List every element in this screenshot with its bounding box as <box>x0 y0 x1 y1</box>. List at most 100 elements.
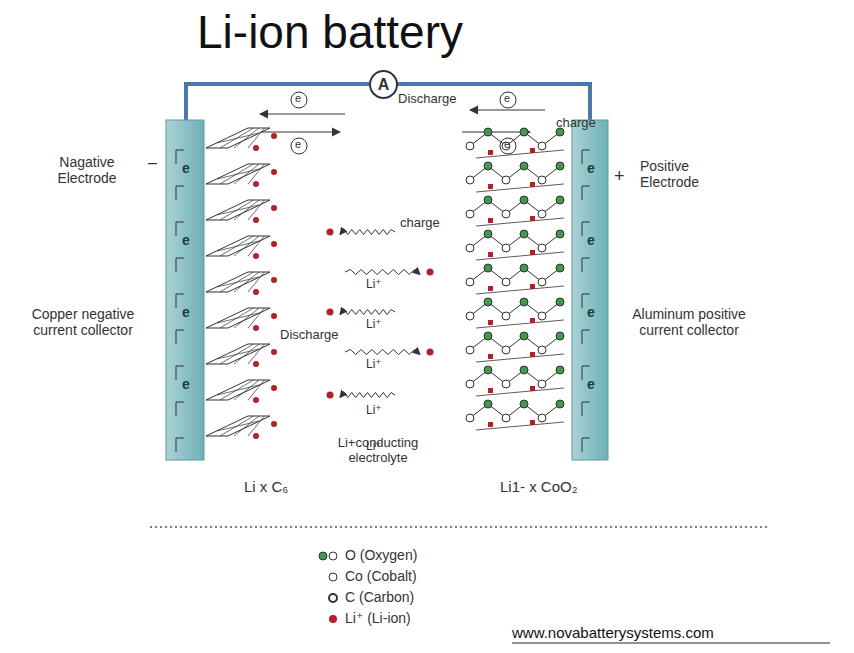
lattice-atom <box>502 346 510 354</box>
li-ion-dot <box>488 422 493 427</box>
plate-electron-arrows <box>176 150 590 452</box>
lattice-atom <box>538 142 546 150</box>
illustration-stroke <box>248 236 265 256</box>
lattice-atom <box>556 230 564 238</box>
lattice-atom <box>520 162 528 170</box>
lattice-atom <box>538 176 546 184</box>
plate-electron-arrow <box>582 330 590 344</box>
lattice-bond <box>470 370 560 384</box>
ion-label: charge <box>400 216 440 231</box>
illustration-stroke <box>217 277 259 287</box>
lattice-atom <box>538 380 546 388</box>
polarity-sign: – <box>148 154 157 172</box>
lattice-atom <box>520 196 528 204</box>
electrode-name: Positive Electrode <box>640 158 730 190</box>
li-ion-dot <box>530 284 535 289</box>
lattice-bond <box>470 200 560 214</box>
ion-label: Li⁺ <box>366 404 382 418</box>
lattice-bond <box>476 286 564 294</box>
plate-electron-arrow <box>582 258 590 272</box>
illustration-stroke <box>217 133 259 143</box>
electron-symbol: e <box>587 160 595 176</box>
lattice-atom <box>556 366 564 374</box>
lattice-atom <box>466 346 474 354</box>
electron-symbol: e <box>504 138 510 151</box>
electrode-formula: Li x C₆ <box>244 478 288 495</box>
illustration-stroke <box>248 308 265 328</box>
plate-electron-arrow <box>582 438 590 452</box>
lattice-bond <box>476 354 564 362</box>
lattice-bond <box>476 388 564 396</box>
li-ion-dot <box>327 392 334 399</box>
graphite-sheet <box>206 236 270 256</box>
lattice-bond <box>470 132 560 146</box>
li-ion-dot <box>530 216 535 221</box>
li-ion-dot <box>253 253 259 259</box>
ion-label: Li⁺ <box>366 318 382 332</box>
lattice-atom <box>520 400 528 408</box>
lattice-atom <box>484 264 492 272</box>
lattice-atom <box>502 312 510 320</box>
li-ion-dot <box>327 229 334 236</box>
lattice-atom <box>466 414 474 422</box>
legend-text: C (Carbon) <box>345 589 414 605</box>
li-ion-dot <box>253 325 259 331</box>
positive-plate <box>572 120 608 460</box>
ion-arrow <box>340 393 395 398</box>
plate-electron-arrow <box>176 330 184 344</box>
li-ion-dot <box>253 217 259 223</box>
lattice-bond <box>476 184 564 192</box>
illustration-stroke <box>248 344 265 364</box>
lattice-atom <box>484 298 492 306</box>
illustration-stroke <box>217 313 259 323</box>
illustration-stroke <box>248 164 265 184</box>
graphite-sheet <box>206 308 270 328</box>
legend-text: Li⁺ (Li-ion) <box>345 610 411 626</box>
lattice-atom <box>466 210 474 218</box>
li-ion-dot <box>530 148 535 153</box>
lattice-atom <box>502 210 510 218</box>
lattice-bond <box>476 218 564 226</box>
li-ion-dot <box>253 181 259 187</box>
lattice-atom <box>484 400 492 408</box>
li-ion-dot <box>488 252 493 257</box>
lattice-atom <box>538 278 546 286</box>
lattice-atom <box>466 142 474 150</box>
ion-arrow <box>345 350 420 355</box>
graphite-sheet <box>206 272 270 292</box>
lattice-atom <box>538 312 546 320</box>
illustration-stroke <box>217 205 259 215</box>
electron-symbol: e <box>295 92 301 105</box>
li-ion-dot <box>271 313 277 319</box>
collector-label: Copper negative current collector <box>8 306 158 338</box>
li-ion-dot <box>488 286 493 291</box>
graphite-sheet <box>206 200 270 220</box>
url-underline <box>512 643 830 644</box>
li-ion-dot <box>271 421 277 427</box>
illustration-stroke <box>217 169 259 179</box>
li-ion-dot <box>271 133 277 139</box>
lattice-atom <box>502 244 510 252</box>
lattice-bond <box>476 252 564 260</box>
title: Li-ion battery <box>100 6 560 59</box>
lattice-bond <box>470 268 560 282</box>
electron-symbol: e <box>182 304 190 320</box>
lattice-bond <box>470 404 560 418</box>
lattice-atom <box>466 312 474 320</box>
li-ion-dot <box>488 354 493 359</box>
li-ion-dot <box>271 385 277 391</box>
li-ion-dot <box>271 277 277 283</box>
li-ion-dot <box>530 420 535 425</box>
ion-label: Li⁺ <box>366 358 382 372</box>
collector-label: Aluminum positive current collector <box>614 306 764 338</box>
plate-electron-arrow <box>176 438 184 452</box>
legend-swatch <box>329 615 337 623</box>
li-ion-dot <box>271 241 277 247</box>
li-ion-dot <box>327 309 334 316</box>
lattice-atom <box>466 380 474 388</box>
li-ion-dot <box>488 150 493 155</box>
plate-electron-arrow <box>176 402 184 416</box>
lattice-atom <box>502 278 510 286</box>
lattice-atom <box>502 176 510 184</box>
li-ion-dot <box>488 320 493 325</box>
